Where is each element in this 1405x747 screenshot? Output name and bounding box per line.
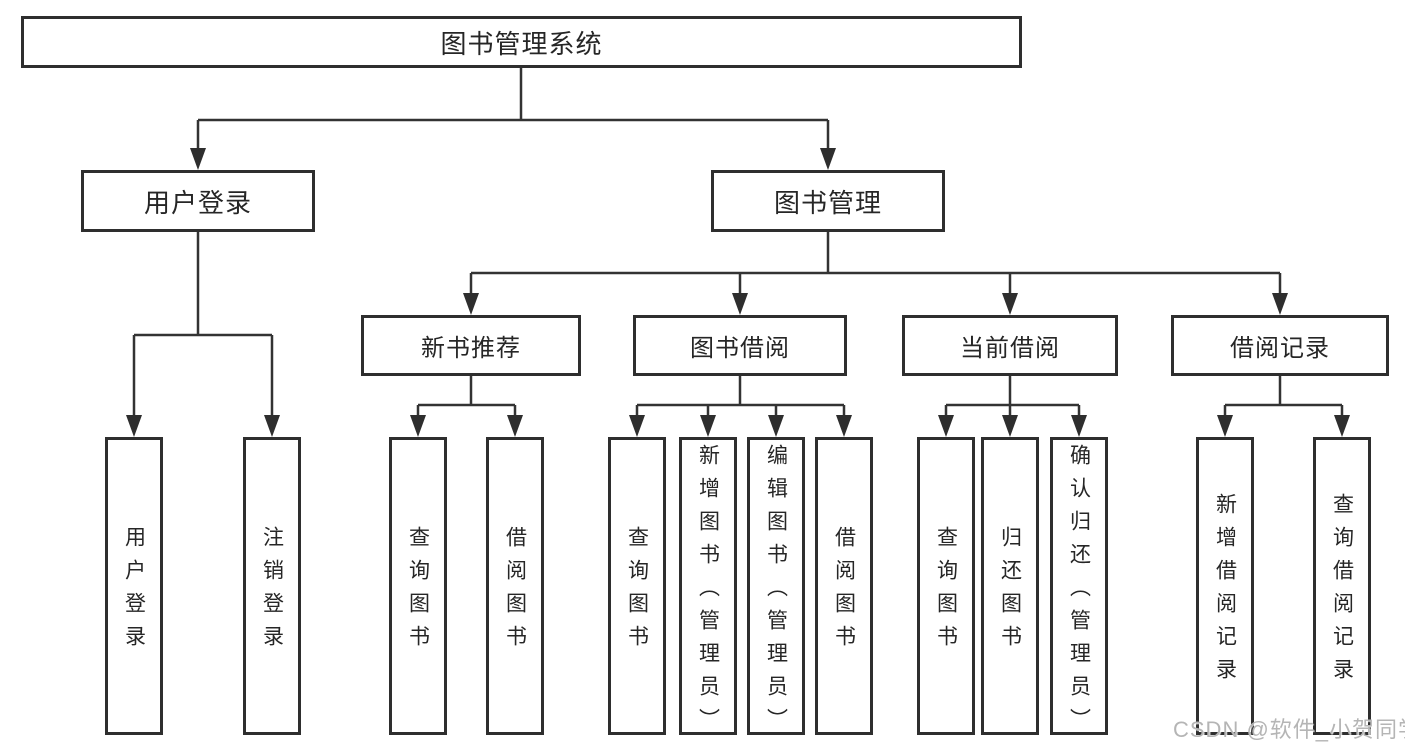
leaf-node-borrow-books-1: 借阅图书 [486, 437, 544, 735]
leaf-label: 查询图书 [934, 526, 958, 658]
branch-node-user-login: 用户登录 [81, 170, 315, 232]
tree-edges [132, 68, 1344, 420]
leaf-label: 归还图书 [998, 526, 1022, 658]
leaf-label: 借阅图书 [503, 526, 527, 658]
leaf-label: 查询图书 [406, 526, 430, 658]
leaf-label: 借阅图书 [832, 526, 856, 658]
leaf-label: 编辑图书（管理员） [764, 443, 788, 741]
leaf-node-query-books-1: 查询图书 [389, 437, 447, 735]
leaf-node-user-login: 用户登录 [105, 437, 163, 735]
leaf-node-borrow-books-2: 借阅图书 [815, 437, 873, 735]
csdn-watermark: CSDN @软件_小贺同学 [1173, 717, 1405, 742]
section-node-book-borrow: 图书借阅 [633, 315, 847, 376]
leaf-node-add-books-admin: 新增图书（管理员） [679, 437, 737, 741]
leaf-node-return-books: 归还图书 [981, 437, 1039, 735]
leaf-node-edit-books-admin: 编辑图书（管理员） [747, 437, 805, 741]
leaf-label: 新增图书（管理员） [696, 443, 720, 741]
section-node-new-book-recommend: 新书推荐 [361, 315, 581, 376]
leaf-node-query-books-3: 查询图书 [917, 437, 975, 735]
leaf-node-query-books-2: 查询图书 [608, 437, 666, 735]
leaf-label: 用户登录 [122, 526, 146, 658]
leaf-label: 注销登录 [260, 526, 284, 658]
root-node-library-system: 图书管理系统 [21, 16, 1022, 68]
leaf-label: 新增借阅记录 [1213, 493, 1237, 691]
leaf-label: 确认归还（管理员） [1067, 443, 1091, 741]
leaf-label: 查询借阅记录 [1330, 493, 1354, 691]
leaf-node-query-borrow-record: 查询借阅记录 [1313, 437, 1371, 735]
leaf-node-logout: 注销登录 [243, 437, 301, 735]
section-node-borrow-records: 借阅记录 [1171, 315, 1389, 376]
section-node-current-borrow: 当前借阅 [902, 315, 1118, 376]
leaf-node-confirm-return-admin: 确认归还（管理员） [1050, 437, 1108, 741]
leaf-label: 查询图书 [625, 526, 649, 658]
leaf-node-add-borrow-record: 新增借阅记录 [1196, 437, 1254, 735]
branch-node-book-management: 图书管理 [711, 170, 945, 232]
